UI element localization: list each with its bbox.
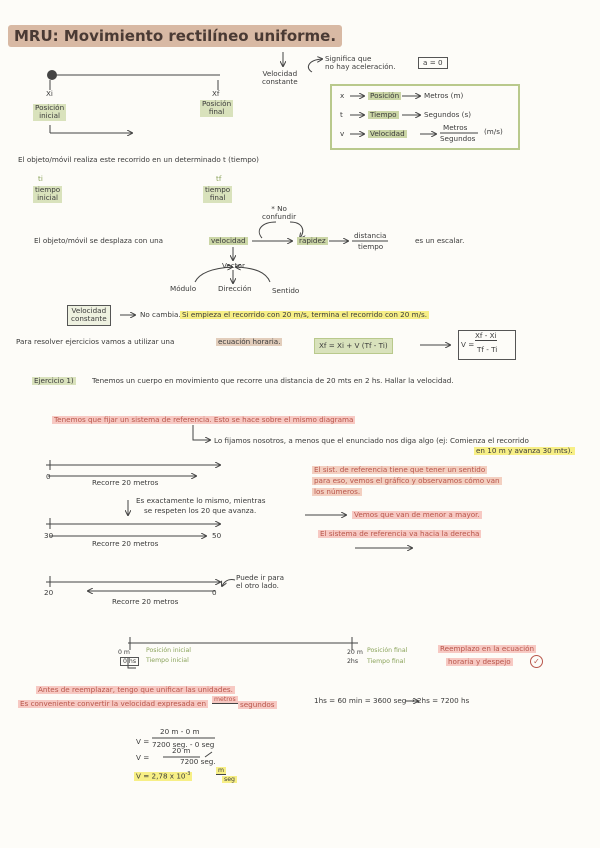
antes-text-1: Antes de reemplazar, tengo que unificar … xyxy=(36,685,235,695)
nl3-recorre: Recorre 20 metros xyxy=(112,597,179,606)
tl-pos-final: Posición final xyxy=(367,647,408,654)
calc2-v: V = xyxy=(136,753,150,762)
sist-ref-text-1: El sist. de referencia tiene que tener u… xyxy=(312,465,488,475)
antes-metros: metros xyxy=(212,696,238,705)
nl3-zero: 0 xyxy=(212,588,217,597)
sist-ref-text-3: los números. xyxy=(312,487,363,497)
nl2-fifty: 50 xyxy=(212,531,222,540)
nl2-thirty: 30 xyxy=(44,531,54,540)
modulo-label: Módulo xyxy=(170,284,197,293)
direccion-label: Dirección xyxy=(218,284,252,293)
vector-label: Vector xyxy=(222,261,245,270)
distancia-label: distancia xyxy=(354,231,387,240)
nl1-zero: 0 xyxy=(46,472,51,481)
tl-tiempo-final: Tiempo final xyxy=(367,658,406,665)
eq2-v: V = xyxy=(461,340,475,349)
sentido-label: Sentido xyxy=(272,286,300,295)
sym-v: v xyxy=(340,129,345,138)
a-zero-badge: a = 0 xyxy=(418,57,448,70)
antes-text-2: Es conveniente convertir la velocidad ex… xyxy=(18,699,209,709)
puede-ir-text: Puede ir para el otro lado. xyxy=(236,573,285,591)
tl-zero-m: 0 m xyxy=(118,649,130,656)
posicion-label: Posición xyxy=(368,91,402,101)
ejercicio-text: Tenemos un cuerpo en movimiento que reco… xyxy=(92,376,454,385)
calc1-numerator: 20 m - 0 m xyxy=(160,727,200,736)
escalar-label: es un escalar. xyxy=(415,236,465,245)
sist-ref-text-2: para eso, vemos el gráfico y observamos … xyxy=(312,476,502,486)
calc2-denominator: 7200 seg. xyxy=(180,757,216,766)
pos-final-label: Posición final xyxy=(200,99,234,117)
calc1-v: V = xyxy=(136,737,150,746)
result-unit-bottom: seg xyxy=(222,776,237,784)
xi-label: Xi xyxy=(46,89,53,98)
si-empieza-text: Si empieza el recorrido con 20 m/s, term… xyxy=(180,310,430,320)
rapidez-term: rapidez xyxy=(297,236,328,246)
velocidad-label: Velocidad xyxy=(368,129,407,139)
nl3-twenty: 20 xyxy=(44,588,54,597)
page-title: MRU: Movimiento rectilíneo uniforme. xyxy=(8,25,343,47)
tl-pos-inicial: Posición inicial xyxy=(146,647,192,654)
start-dot xyxy=(47,70,57,80)
reemplazo-text-1: Reemplazo en la ecuación xyxy=(438,644,537,654)
es-exactamente-text-2: se respeten los 20 que avanza. xyxy=(144,506,257,515)
tiempo-label: Tiempo xyxy=(368,110,399,120)
ms-unit: (m/s) xyxy=(484,127,503,136)
tf-label: tf xyxy=(216,174,222,183)
sym-x: x xyxy=(340,91,345,100)
sist-derecha-text: El sistema de referencia va hacia la der… xyxy=(318,529,482,539)
lo-fijamos-text: Lo fijamos nosotros, a menos que el enun… xyxy=(214,436,529,445)
lo-fijamos-text-2: en 10 m y avanza 30 mts). xyxy=(474,446,575,456)
vel-constante-label: Velocidad constante xyxy=(262,69,298,87)
calc2-numerator: 20 m xyxy=(172,746,191,755)
tl-twenty-m: 20 m xyxy=(347,649,363,656)
significa-label: Significa que no hay aceleración. xyxy=(325,54,396,72)
metros-unit-top: Metros xyxy=(443,123,468,132)
no-cambia-label: No cambia. xyxy=(140,310,181,319)
reemplazo-text-2: horaria y despejo xyxy=(446,657,513,667)
tiempo-denominator: tiempo xyxy=(358,242,384,251)
conversion-text: 1hs = 60 min = 3600 seg → 2hs = 7200 hs xyxy=(314,696,470,705)
velocidad-term: velocidad xyxy=(209,236,248,246)
fijar-sistema-text: Tenemos que fijar un sistema de referenc… xyxy=(52,415,356,425)
tiempo-inicial-label: tiempo inicial xyxy=(33,185,63,203)
calc1-denominator: 7200 seg. - 0 seg xyxy=(152,740,215,749)
equation-1: Xf = Xi + V (Tf - Ti) xyxy=(314,338,393,355)
tl-two-hs: 2hs xyxy=(347,658,359,665)
es-exactamente-text: Es exactamente lo mismo, mientras xyxy=(136,496,266,505)
vel-constante-box: Velocidad constante xyxy=(67,305,111,326)
objeto-recorrido-text: El objeto/móvil realiza este recorrido e… xyxy=(18,155,259,164)
tl-zero-hs: 0 hs xyxy=(120,657,140,667)
units-box xyxy=(330,84,520,150)
equation-2-box xyxy=(458,330,516,360)
segundos-label: Segundos (s) xyxy=(424,110,471,119)
eq2-denominator: Tf - Ti xyxy=(477,345,498,354)
antes-segundos: segundos xyxy=(238,700,277,710)
objeto-desplaza-text: El objeto/móvil se desplaza con una xyxy=(34,236,164,245)
sym-t: t xyxy=(340,110,343,119)
tiempo-final-label: tiempo final xyxy=(203,185,233,203)
eq2-numerator: Xf - Xi xyxy=(475,331,497,342)
ti-label: ti xyxy=(38,174,43,183)
result-value: V = 2,78 x 10-3 xyxy=(134,771,193,781)
xf-label: Xf xyxy=(212,89,220,98)
metros-label: Metros (m) xyxy=(424,91,464,100)
segundos-unit-bottom: Segundos xyxy=(440,134,476,143)
menor-mayor-text: Vemos que van de menor a mayor. xyxy=(352,510,482,520)
result-unit-top: m xyxy=(216,767,227,776)
nl2-recorre: Recorre 20 metros xyxy=(92,539,159,548)
check-icon: ✓ xyxy=(530,655,543,668)
para-resolver-text: Para resolver ejercicios vamos a utiliza… xyxy=(16,337,175,346)
ejercicio-label: Ejercicio 1) xyxy=(32,376,76,386)
tl-tiempo-inicial: Tiempo inicial xyxy=(146,657,189,664)
no-confundir-label: * No confundir xyxy=(262,204,297,222)
ecuacion-horaria-term: ecuación horaria. xyxy=(216,337,283,347)
pos-inicial-label: Posición inicial xyxy=(33,103,67,121)
nl1-recorre: Recorre 20 metros xyxy=(92,478,159,487)
